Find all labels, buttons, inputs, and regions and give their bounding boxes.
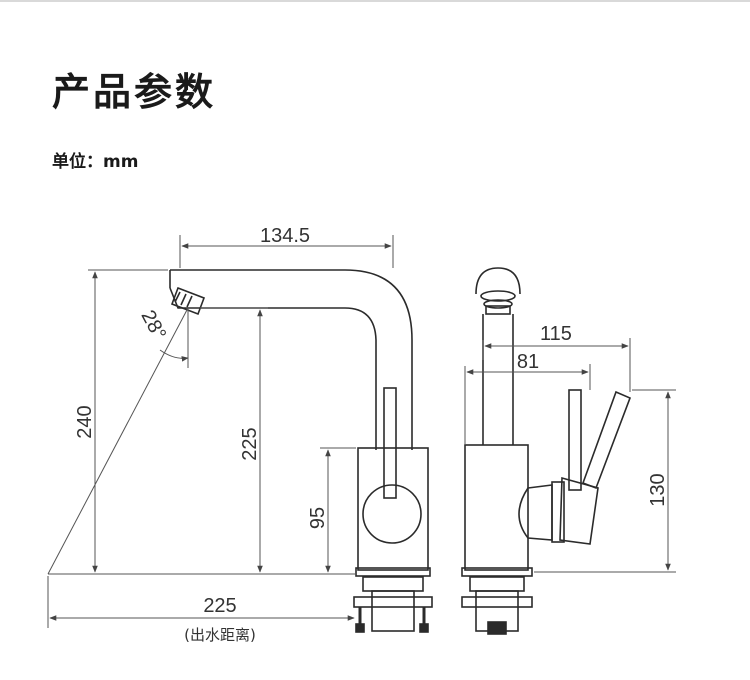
dim-outlet-distance: 225 (203, 595, 236, 617)
side-handle-slanted (581, 390, 632, 490)
handle-knob (362, 484, 422, 544)
side-view-faucet (461, 267, 632, 635)
mounting-nut (371, 590, 415, 632)
page-title: 产品参数 (52, 70, 217, 114)
base-plate (355, 567, 431, 577)
handle-lever (383, 387, 397, 499)
dim-side-width: 115 (540, 323, 572, 345)
spout-head (475, 267, 521, 295)
faucet-body (357, 447, 429, 571)
side-view-dimensions (464, 338, 676, 573)
outlet-distance-note: (出水距离) (184, 626, 256, 644)
dim-total-height: 240 (74, 405, 96, 438)
dim-spout-height: 225 (239, 427, 261, 460)
dim-side-inner-width: 81 (517, 351, 539, 373)
side-body (464, 444, 529, 571)
aerator-icon (170, 286, 206, 316)
spout-outline (169, 269, 413, 450)
top-divider (0, 0, 750, 2)
unit-label: 单位：mm (52, 152, 139, 172)
front-view-faucet (169, 269, 433, 633)
dim-handle-height: 95 (307, 507, 329, 529)
dim-spout-reach: 134.5 (260, 225, 310, 247)
dim-spout-angle: 28° (136, 307, 170, 344)
front-view-dimensions (47, 235, 394, 628)
side-handle-lever (568, 389, 582, 491)
dim-side-handle-height: 130 (647, 473, 669, 506)
